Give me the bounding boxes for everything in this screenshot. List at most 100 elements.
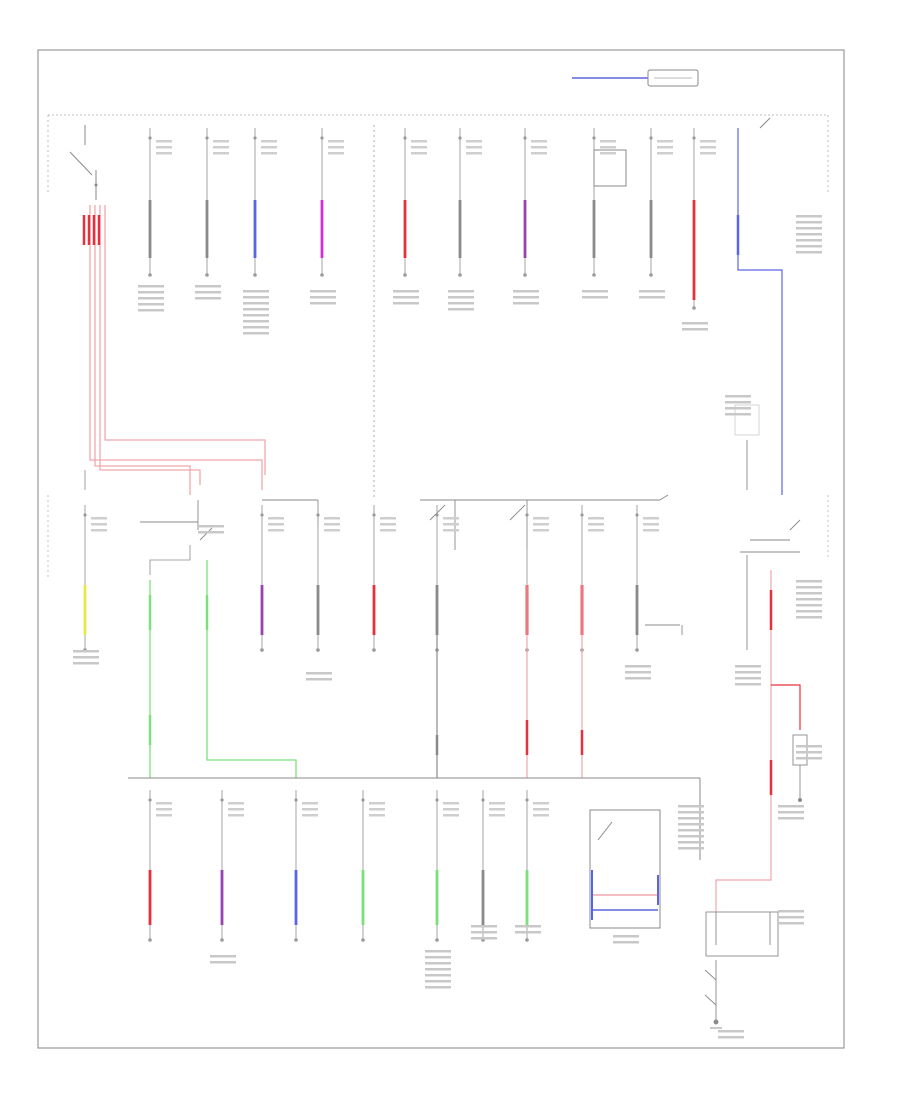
label-line	[796, 215, 822, 218]
label-line	[796, 245, 822, 248]
label-line	[796, 751, 822, 754]
label-line	[393, 302, 419, 305]
top-connector	[572, 69, 699, 87]
label-line	[448, 308, 474, 311]
label-line	[310, 290, 336, 293]
label-line	[678, 835, 704, 838]
label-line	[725, 413, 751, 416]
label-line	[210, 955, 236, 958]
label-line	[735, 665, 761, 668]
label-line	[639, 290, 665, 293]
top-fuse-9	[649, 128, 673, 277]
label-line	[513, 290, 539, 293]
label-line	[306, 672, 332, 675]
bottom-fuse-5	[435, 790, 459, 942]
bottom-relay-block	[589, 800, 701, 929]
label-line	[138, 297, 164, 300]
label-line	[195, 297, 221, 300]
label-line	[625, 677, 651, 680]
label-line	[310, 302, 336, 305]
label-line	[425, 962, 451, 965]
middle-fuse-6	[525, 505, 549, 652]
label-line	[425, 968, 451, 971]
label-line	[243, 314, 269, 317]
label-line	[678, 817, 704, 820]
label-line	[138, 309, 164, 312]
label-line	[138, 285, 164, 288]
label-line	[138, 291, 164, 294]
label-line	[796, 604, 822, 607]
label-line	[796, 616, 822, 619]
label-line	[471, 937, 497, 940]
label-line	[210, 961, 236, 964]
label-line	[243, 320, 269, 323]
label-line	[138, 303, 164, 306]
label-line	[778, 805, 804, 808]
label-line	[796, 586, 822, 589]
diagram-border	[37, 49, 845, 1049]
label-line	[735, 683, 761, 686]
label-line	[735, 671, 761, 674]
label-line	[735, 677, 761, 680]
middle-fuse-1	[83, 505, 107, 652]
label-line	[243, 326, 269, 329]
label-line	[393, 290, 419, 293]
label-line	[513, 296, 539, 299]
label-line	[796, 610, 822, 613]
label-line	[796, 227, 822, 230]
label-line	[678, 841, 704, 844]
label-line	[425, 974, 451, 977]
label-line	[471, 931, 497, 934]
label-line	[678, 847, 704, 850]
label-line	[778, 811, 804, 814]
label-line	[243, 308, 269, 311]
label-line	[678, 811, 704, 814]
label-line	[243, 332, 269, 335]
label-line	[515, 931, 541, 934]
label-line	[73, 662, 99, 665]
middle-fuse-3	[316, 505, 340, 652]
label-line	[198, 531, 224, 534]
label-line	[796, 757, 822, 760]
label-line	[625, 671, 651, 674]
bottom-fuse-2	[220, 790, 244, 942]
bottom-fuse-row	[148, 790, 549, 942]
top-fuse-7	[523, 128, 547, 277]
label-line	[73, 656, 99, 659]
label-line	[448, 302, 474, 305]
label-line	[198, 525, 224, 528]
label-line	[195, 291, 221, 294]
label-line	[195, 285, 221, 288]
label-line	[718, 1030, 744, 1033]
label-line	[796, 580, 822, 583]
middle-fuse-row	[83, 505, 659, 652]
label-line	[582, 296, 608, 299]
label-line	[471, 925, 497, 928]
label-placeholders	[73, 215, 822, 1039]
red-runs	[435, 585, 584, 778]
label-line	[778, 922, 804, 925]
label-line	[678, 829, 704, 832]
green-feed-wires	[148, 545, 297, 778]
top-fuse-1	[148, 128, 172, 277]
label-line	[243, 290, 269, 293]
top-fuse-5	[403, 128, 427, 277]
relay-box-top	[593, 149, 627, 187]
label-line	[778, 910, 804, 913]
label-line	[796, 239, 822, 242]
label-line	[725, 395, 751, 398]
top-fuse-10	[692, 128, 716, 310]
label-line	[425, 950, 451, 953]
label-line	[310, 296, 336, 299]
label-line	[796, 221, 822, 224]
label-line	[796, 598, 822, 601]
label-line	[796, 233, 822, 236]
top-fuse-row	[148, 128, 716, 310]
label-line	[425, 986, 451, 989]
label-line	[515, 925, 541, 928]
bottom-fuse-7	[525, 790, 549, 942]
label-line	[613, 941, 639, 944]
label-line	[796, 745, 822, 748]
label-line	[639, 296, 665, 299]
